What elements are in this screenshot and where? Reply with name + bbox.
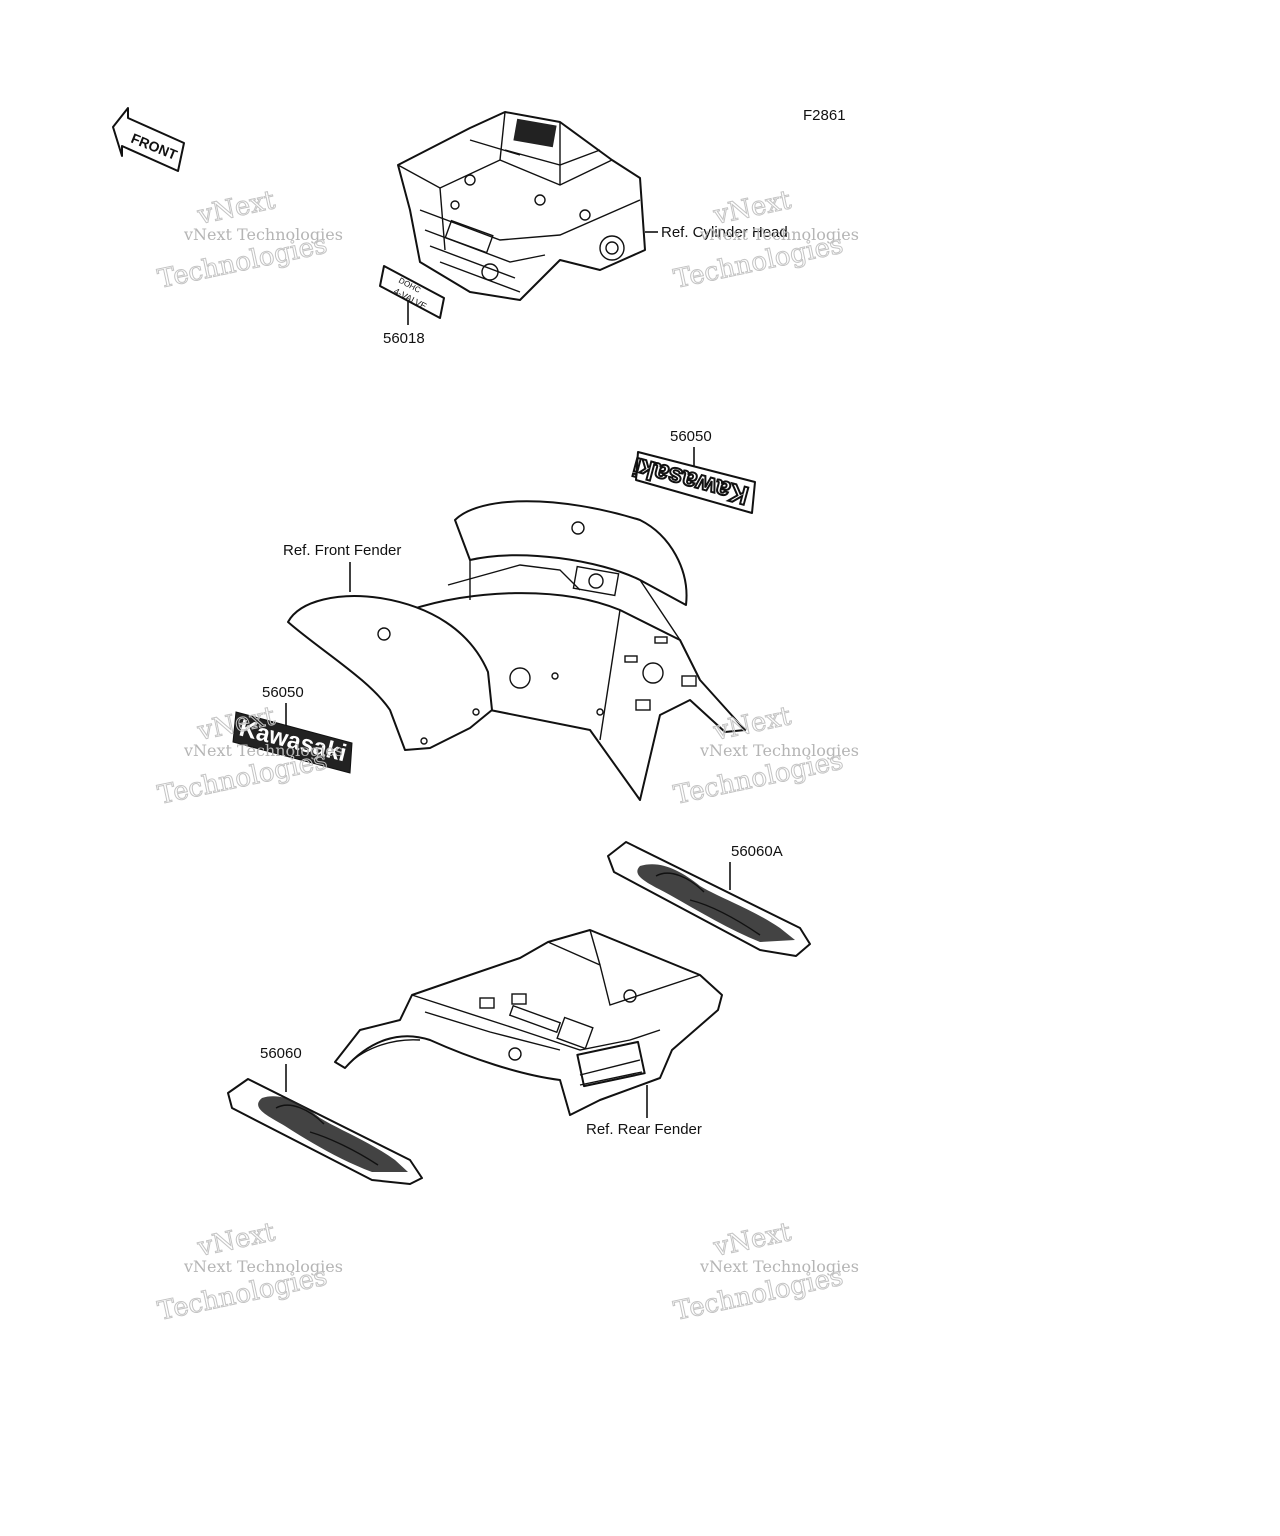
watermark-middle-right: vNext Technologies vNext Technologies [671,701,859,812]
figure-id: F2861 [803,107,846,124]
svg-text:vNext Technologies: vNext Technologies [699,225,859,244]
part-56050-top-label: 56050 [670,428,712,445]
svg-text:vNext Technologies: vNext Technologies [699,1257,859,1276]
svg-text:vNext Technologies: vNext Technologies [699,741,859,760]
front-fender-ref-label: Ref. Front Fender [283,542,401,559]
cylinder-head-illustration [397,111,646,301]
flame-decal-56060 [227,1078,423,1185]
brand-decal-right-text: Kawasaki [629,452,751,512]
svg-text:vNext Technologies: vNext Technologies [183,741,343,760]
svg-text:vNext Technologies: vNext Technologies [183,225,343,244]
watermark-top-left: vNext Technologies vNext Technologies [155,185,343,296]
flame-decal-56060A [607,841,811,957]
part-56060-label: 56060 [260,1045,302,1062]
svg-text:vNext Technologies: vNext Technologies [183,1257,343,1276]
watermark-bottom-right: vNext Technologies vNext Technologies [671,1217,859,1328]
cylinder-head-ref-label: Ref. Cylinder Head [661,224,788,241]
rear-fender-illustration [334,929,723,1116]
watermark-bottom-left: vNext Technologies vNext Technologies [155,1217,343,1328]
front-fender-illustration [287,500,746,801]
valve-decal-56018: DOHC 4-VALVE [379,265,445,319]
watermark-top-right: vNext Technologies vNext Technologies [671,185,859,296]
front-arrow-icon: FRONT [112,107,185,172]
part-56018-label: 56018 [383,330,425,347]
rear-fender-ref-label: Ref. Rear Fender [586,1121,702,1138]
watermark-middle-left: vNext Technologies vNext Technologies [155,701,343,812]
part-56050-left-label: 56050 [262,684,304,701]
part-56060A-label: 56060A [731,843,783,860]
brand-decal-right: Kawasaki [628,451,756,514]
